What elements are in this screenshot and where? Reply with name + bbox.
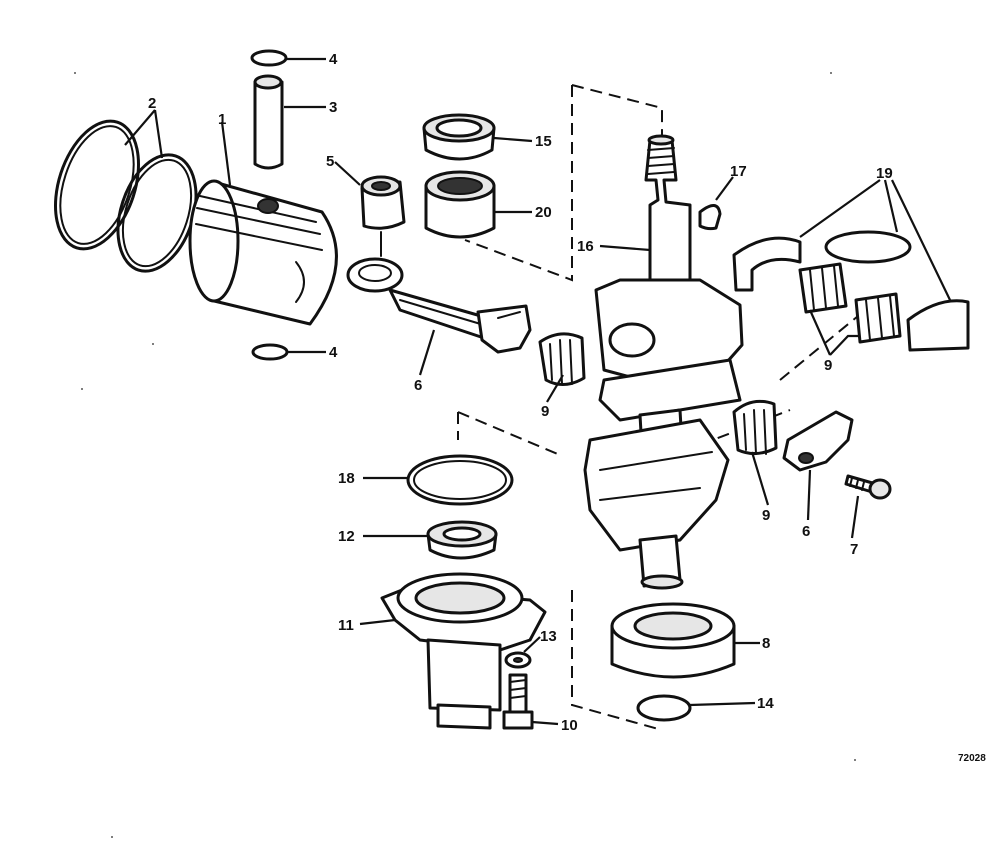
callout-5: 5 (326, 153, 334, 170)
callout-12: 12 (338, 528, 355, 545)
oil-seal-upper (422, 113, 496, 161)
washer-and-bolt (502, 651, 534, 730)
end-cap (380, 572, 547, 730)
callout-9-lower: 9 (762, 507, 770, 524)
callout-1: 1 (218, 111, 226, 128)
callout-7: 7 (850, 541, 858, 558)
piston (188, 179, 338, 326)
callout-9-right: 9 (824, 357, 832, 374)
callout-18: 18 (338, 470, 355, 487)
figure-number: 72028 (958, 753, 986, 764)
callout-10: 10 (561, 717, 578, 734)
leader-lines (124, 57, 951, 726)
o-ring (406, 454, 514, 506)
callout-19: 19 (876, 165, 893, 182)
piston-rings (54, 119, 198, 273)
callout-14: 14 (757, 695, 774, 712)
wrist-pin (253, 74, 284, 170)
callout-8: 8 (762, 635, 770, 652)
callout-20: 20 (535, 204, 552, 221)
callout-6-rod: 6 (414, 377, 422, 394)
callout-16: 16 (577, 238, 594, 255)
connecting-rod-cap (782, 410, 854, 472)
ball-bearing (610, 602, 736, 679)
retaining-ring (636, 694, 692, 722)
wrist-pin-retainers (250, 49, 289, 361)
upper-roller-bearing (424, 170, 496, 239)
crankshaft (583, 134, 744, 590)
callout-11: 11 (338, 617, 354, 634)
needle-bearing-small-end (360, 175, 406, 257)
callout-15: 15 (535, 133, 552, 150)
connecting-rod (346, 257, 532, 354)
oil-seal-lower (426, 520, 498, 560)
woodruff-key (698, 204, 722, 231)
callout-6-cap: 6 (802, 523, 810, 540)
callout-2: 2 (148, 95, 156, 112)
bearing-race-halves (732, 230, 970, 352)
print-specks (74, 72, 856, 838)
callout-9-left: 9 (541, 403, 549, 420)
callout-3: 3 (329, 99, 337, 116)
roller-cages-right (732, 262, 902, 455)
callout-13: 13 (540, 628, 557, 645)
callout-17: 17 (730, 163, 747, 180)
callout-4-top: 4 (329, 51, 338, 68)
callout-4-bottom: 4 (329, 344, 338, 361)
callouts: 1 2 3 4 4 5 6 6 7 8 9 9 9 10 11 12 13 14… (148, 51, 986, 764)
cap-screw (844, 474, 892, 500)
